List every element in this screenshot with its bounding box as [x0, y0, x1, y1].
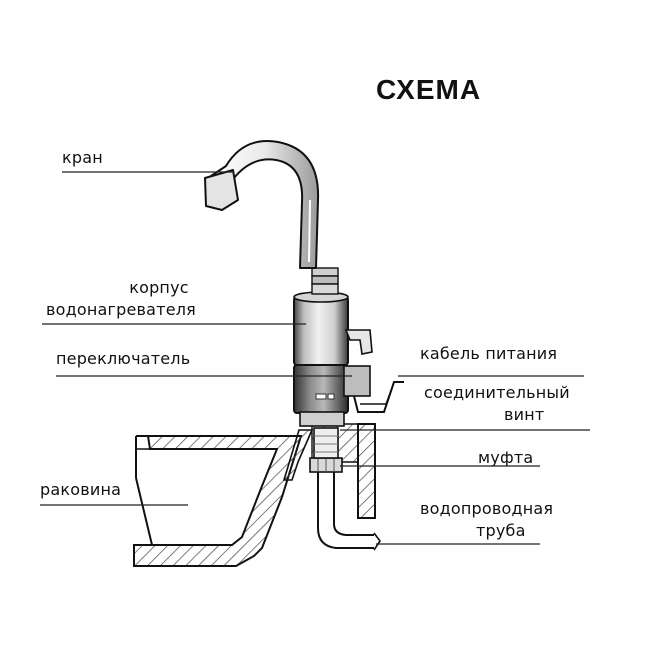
leader-lines [40, 171, 590, 545]
label-korpus-2: водонагревателя [46, 300, 196, 319]
switch-box [343, 365, 371, 397]
faucet-spout [204, 140, 320, 269]
heater-base [299, 411, 345, 427]
heater-upper [293, 296, 349, 366]
sink [133, 435, 303, 567]
label-korpus-1: корпус [129, 278, 189, 297]
label-rakovina: раковина [40, 480, 122, 499]
label-kran: кран [62, 148, 103, 167]
power-cable [353, 381, 404, 413]
label-truba-2: труба [476, 521, 526, 540]
neck-ring-2 [311, 275, 339, 285]
pipe-outline [317, 468, 374, 549]
label-mufta: муфта [478, 448, 534, 467]
label-pereklyuchatel: переключатель [56, 349, 191, 368]
label-vint-1: соединительный [424, 383, 570, 402]
label-kabel: кабель питания [420, 344, 558, 363]
mount-right-wall [357, 423, 376, 519]
water-pipe [317, 468, 381, 551]
indicator-light-2 [327, 393, 335, 400]
faucet-neck [311, 267, 339, 295]
cable-shadow [360, 387, 393, 405]
sink-wall [133, 435, 303, 567]
pipe-end [373, 532, 381, 551]
mount-left-wall [282, 429, 314, 481]
heater-lower [293, 364, 349, 414]
coupling [309, 427, 343, 473]
spout-nozzle [204, 169, 239, 211]
neck-ring-1 [311, 267, 339, 277]
threaded-shank [313, 427, 339, 459]
label-vint-2: винт [504, 405, 545, 424]
cable-line [353, 381, 404, 413]
neck-ring-3 [311, 283, 339, 295]
heater-switch [343, 329, 373, 397]
label-truba-1: водопроводная [420, 499, 554, 518]
spout-highlight [308, 199, 311, 263]
switch-lever [344, 329, 373, 355]
heater-body [293, 291, 349, 427]
sink-left-inner [135, 477, 153, 546]
spout-tube [210, 140, 320, 269]
diagram-title: СХЕМА [376, 74, 482, 105]
indicator-light [315, 393, 327, 400]
